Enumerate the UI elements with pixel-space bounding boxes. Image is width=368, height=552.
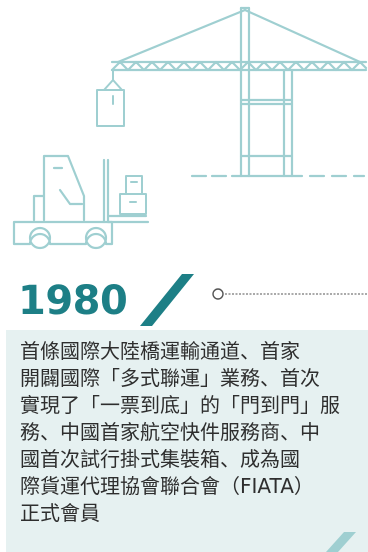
description-box: 首條國際大陸橋運輸通道、首家開闢國際「多式聯運」業務、首次實現了「一票到底」的「…: [6, 330, 368, 552]
hanging-container-icon: [96, 69, 125, 127]
timeline-dotted-line: [212, 288, 368, 300]
corner-slash-decoration: [326, 532, 356, 552]
description-line: 正式會員: [20, 501, 100, 525]
description-line: 開闢國際「多式聯運」業務、首次: [20, 366, 320, 390]
description-line: 國首次試行掛式集裝箱、成為國: [20, 447, 300, 471]
description-line: 際貨運代理協會聯合會（FIATA）: [20, 474, 314, 498]
description-line: 實現了「一票到底」的「門到門」服: [20, 393, 340, 417]
year-label: 1980: [18, 278, 128, 324]
stacked-boxes-icon: [119, 175, 147, 215]
description-line: 首條國際大陸橋運輸通道、首家: [20, 339, 300, 363]
description-text: 首條國際大陸橋運輸通道、首家開闢國際「多式聯運」業務、首次實現了「一票到底」的「…: [20, 338, 368, 527]
logistics-illustration: [12, 6, 368, 250]
description-line: 務、中國首家航空快件服務商、中: [20, 420, 320, 444]
harbor-crane-icon: [110, 6, 368, 178]
year-slash-decoration: [140, 274, 194, 326]
forklift-icon: [12, 154, 150, 250]
